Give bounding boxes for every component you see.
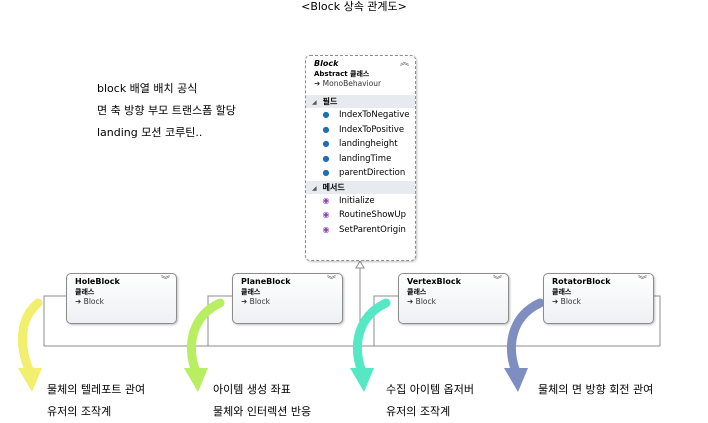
- inheritance-line-hole: [43, 295, 660, 347]
- class-planeblock[interactable]: PlaneBlock 클래스 ➜ Block ︾: [232, 273, 343, 324]
- arrow-rotator: [504, 298, 545, 392]
- inheritance-line-rotator: [654, 295, 661, 346]
- field-item[interactable]: ●landingTime: [306, 152, 415, 167]
- base-class-name: Block: [560, 297, 581, 306]
- double-chevron-down-icon[interactable]: ︾: [326, 276, 336, 286]
- class-block[interactable]: Block Abstract 클래스 ➜ MonoBehaviour ︽ ◢필드…: [305, 55, 416, 261]
- double-chevron-down-icon[interactable]: ︾: [492, 276, 502, 286]
- method-item[interactable]: ◉RoutineShowUp: [306, 208, 415, 223]
- diagram-title: <Block 상속 관계도>: [301, 0, 407, 13]
- field-icon: ●: [322, 168, 330, 177]
- notes: block 배열 배치 공식 면 축 방향 부모 트랜스폼 할당 landing…: [97, 78, 236, 144]
- inheritance-line-vertex: [373, 295, 398, 346]
- class-kind: 클래스: [552, 288, 572, 296]
- class-name: RotatorBlock: [552, 277, 611, 286]
- caption-holeblock: 물체의 텔레포트 관여 유저의 조작계: [47, 383, 146, 418]
- inheritance-arrowhead: [355, 259, 365, 269]
- class-kind: 클래스: [407, 288, 427, 296]
- class-name: VertexBlock: [407, 277, 461, 286]
- inheritance-arrow-icon: ➜: [314, 79, 323, 88]
- inheritance-arrow-icon: ➜: [241, 297, 250, 306]
- field-icon: ●: [322, 153, 330, 163]
- collapse-triangle-icon: ◢: [312, 184, 317, 192]
- methods-header[interactable]: ◢메서드: [306, 180, 415, 194]
- caption-vertexblock: 수집 아이템 옵저버 유저의 조작계: [386, 383, 474, 418]
- base-class-name: MonoBehaviour: [322, 79, 382, 88]
- class-kind: 클래스: [241, 288, 261, 296]
- arrow-plane: [184, 298, 225, 392]
- collapse-triangle-icon: ◢: [312, 99, 317, 106]
- base-class-name: Block: [83, 297, 104, 306]
- class-holeblock[interactable]: HoleBlock 클래스 ➜ Block ︾: [66, 273, 177, 324]
- note-line: landing 모션 코루틴..: [97, 126, 203, 139]
- class-vertexblock[interactable]: VertexBlock 클래스 ➜ Block ︾: [398, 273, 509, 324]
- class-name: HoleBlock: [75, 277, 120, 286]
- field-item[interactable]: ●landingheight: [306, 137, 415, 152]
- class-kind: Abstract 클래스: [314, 70, 370, 78]
- field-icon: ●: [322, 110, 330, 119]
- methods-section: ◢메서드 ◉Initialize ◉RoutineShowUp ◉SetPare…: [306, 180, 415, 238]
- class-name: Block: [314, 59, 339, 68]
- field-item[interactable]: ●IndexToPositive: [306, 123, 415, 138]
- double-chevron-down-icon[interactable]: ︾: [160, 276, 170, 286]
- base-class-name: Block: [249, 297, 270, 306]
- method-icon: ◉: [322, 210, 330, 219]
- field-item[interactable]: ●IndexToNegative: [306, 108, 415, 123]
- caption-rotatorblock: 물체의 면 방향 회전 관여: [538, 383, 654, 396]
- base-class-name: Block: [415, 297, 436, 306]
- caption-planeblock: 아이템 생성 좌표 물체와 인터렉션 반응: [213, 383, 312, 418]
- field-icon: ●: [322, 139, 330, 148]
- note-line: block 배열 배치 공식: [97, 82, 198, 95]
- field-item[interactable]: ●parentDirection: [306, 166, 415, 181]
- double-chevron-up-icon[interactable]: ︽: [399, 58, 409, 68]
- double-chevron-down-icon[interactable]: ︾: [637, 276, 647, 286]
- inheritance-arrow-icon: ➜: [75, 297, 84, 306]
- method-icon: ◉: [322, 195, 330, 205]
- arrow-hole: [17, 298, 43, 392]
- class-rotatorblock[interactable]: RotatorBlock 클래스 ➜ Block ︾: [543, 273, 654, 324]
- method-icon: ◉: [322, 224, 330, 234]
- class-kind: 클래스: [75, 288, 95, 296]
- class-name: PlaneBlock: [241, 277, 291, 286]
- inheritance-arrow-icon: ➜: [552, 297, 561, 306]
- fields-header[interactable]: ◢필드: [306, 95, 415, 108]
- inheritance-line-plane: [207, 295, 232, 346]
- method-item[interactable]: ◉SetParentOrigin: [306, 223, 415, 238]
- inheritance-arrow-icon: ➜: [407, 297, 416, 306]
- method-item[interactable]: ◉Initialize: [306, 194, 415, 209]
- note-line: 면 축 방향 부모 트랜스폼 할당: [97, 104, 236, 117]
- field-icon: ●: [322, 124, 330, 134]
- fields-section: ◢필드 ●IndexToNegative ●IndexToPositive ●l…: [306, 95, 415, 181]
- arrow-vertex: [350, 298, 391, 392]
